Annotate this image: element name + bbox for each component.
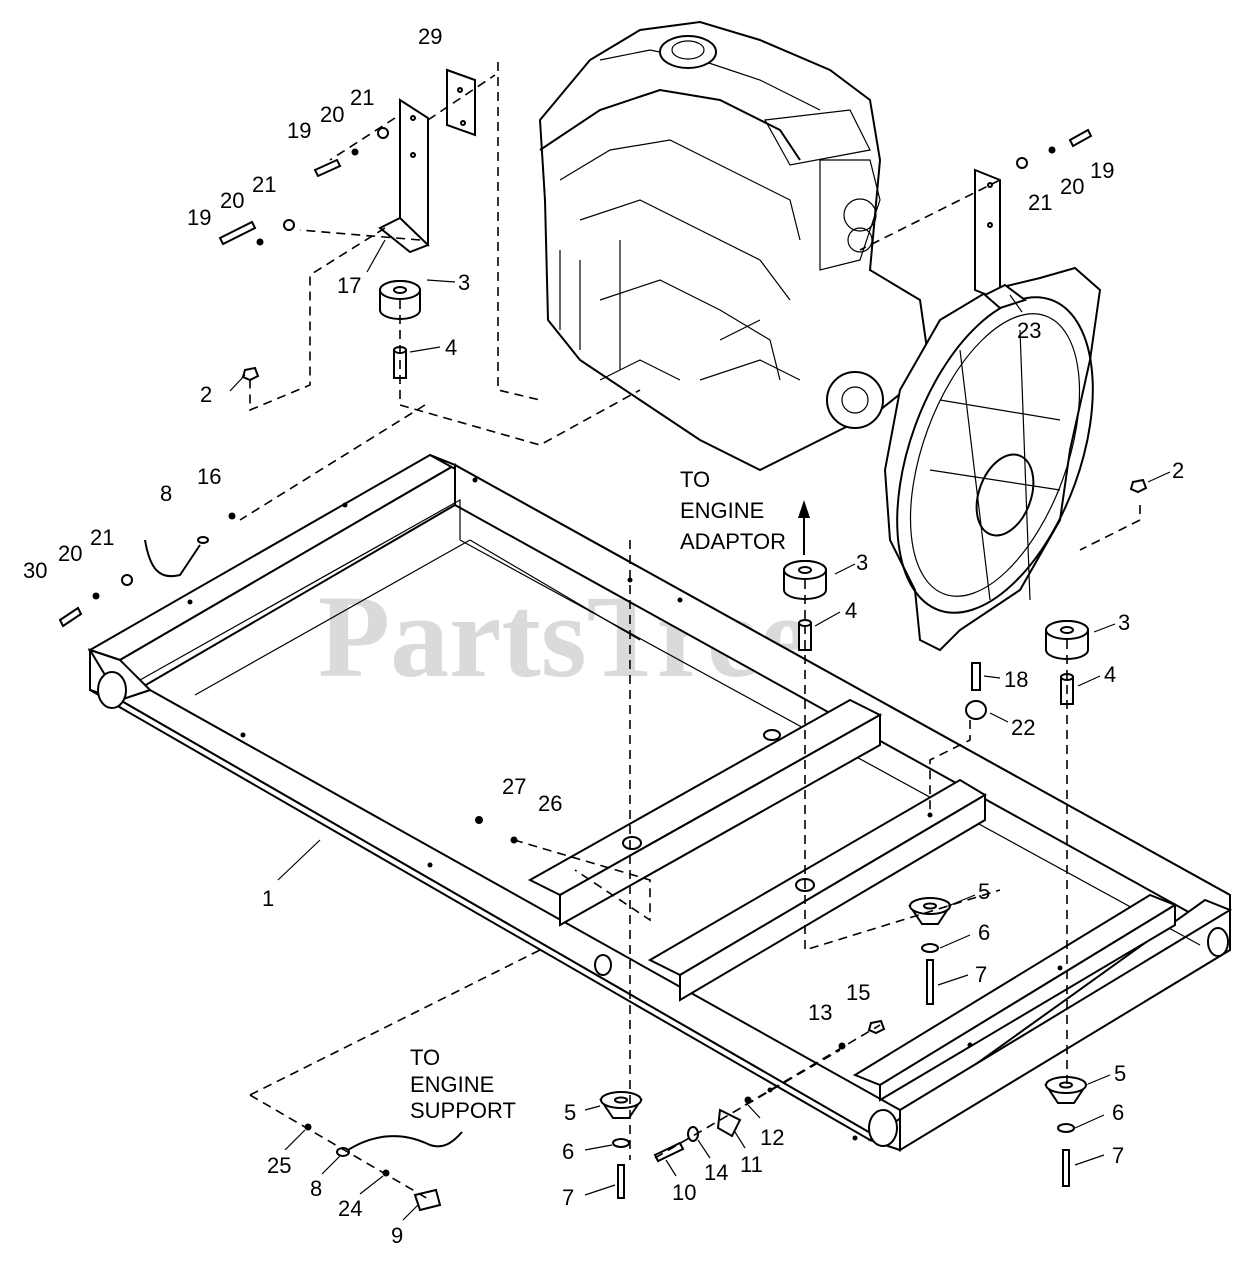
callout-numbers: 29 21 20 19 21 20 19 17 3 4 2 21 20 19 2… (23, 24, 1184, 1248)
note-to-engine-support: TO ENGINE SUPPORT (410, 1045, 516, 1123)
callout-2: 2 (1172, 458, 1184, 483)
callout-17: 17 (337, 273, 361, 298)
isolator-5-center (908, 897, 952, 1005)
svg-text:TO: TO (680, 467, 710, 492)
callout-3: 3 (1118, 610, 1130, 635)
callout-15: 15 (846, 980, 870, 1005)
callout-7: 7 (1112, 1143, 1124, 1168)
callout-27: 27 (502, 774, 526, 799)
callout-26: 26 (538, 791, 562, 816)
callout-8: 8 (160, 481, 172, 506)
callout-10: 10 (672, 1180, 696, 1205)
callout-21: 21 (252, 172, 276, 197)
callout-23: 23 (1017, 318, 1041, 343)
callout-4: 4 (1104, 662, 1116, 687)
spacer-4-center (798, 619, 812, 651)
callout-16: 16 (197, 464, 221, 489)
engine-bracket-17 (378, 98, 430, 254)
engine-block (538, 20, 932, 472)
callout-24: 24 (338, 1196, 362, 1221)
callout-14: 14 (704, 1160, 728, 1185)
isolator-5-front (599, 1091, 643, 1199)
callout-12: 12 (760, 1125, 784, 1150)
callout-6: 6 (978, 920, 990, 945)
alignment-lines (239, 62, 1141, 1201)
callout-2: 2 (200, 382, 212, 407)
callout-19: 19 (1090, 158, 1114, 183)
callout-22: 22 (1011, 715, 1035, 740)
arrow-to-engine-adaptor (798, 500, 810, 555)
callout-1: 1 (262, 886, 274, 911)
callout-5: 5 (978, 879, 990, 904)
frame-assembly (87, 453, 1233, 1152)
callout-21: 21 (90, 525, 114, 550)
callout-20: 20 (320, 102, 344, 127)
callout-11: 11 (740, 1152, 763, 1177)
leader-lines (229, 239, 1171, 1221)
callout-20: 20 (58, 541, 82, 566)
engine-adaptor-housing (883, 266, 1102, 652)
callout-6: 6 (562, 1139, 574, 1164)
callout-29: 29 (418, 24, 442, 49)
svg-text:ENGINE: ENGINE (680, 498, 764, 523)
callout-4: 4 (845, 598, 857, 623)
callout-25: 25 (267, 1153, 291, 1178)
callout-20: 20 (220, 188, 244, 213)
callout-21: 21 (1028, 190, 1052, 215)
svg-text:SUPPORT: SUPPORT (410, 1098, 516, 1123)
callout-3: 3 (856, 550, 868, 575)
hardware (58, 127, 1148, 1212)
callout-13: 13 (808, 1000, 832, 1025)
svg-text:TO: TO (410, 1045, 440, 1070)
callout-18: 18 (1004, 667, 1028, 692)
callout-7: 7 (975, 962, 987, 987)
callout-19: 19 (187, 205, 211, 230)
callout-6: 6 (1112, 1100, 1124, 1125)
callout-3: 3 (458, 270, 470, 295)
bracket-29 (446, 68, 476, 137)
callout-7: 7 (562, 1185, 574, 1210)
callout-4: 4 (445, 335, 457, 360)
svg-text:ADAPTOR: ADAPTOR (680, 529, 786, 554)
isolator-5-right (1044, 1076, 1088, 1187)
callout-9: 9 (391, 1223, 403, 1248)
svg-text:ENGINE: ENGINE (410, 1072, 494, 1097)
callout-20: 20 (1060, 174, 1084, 199)
callout-30: 30 (23, 558, 47, 583)
callout-19: 19 (287, 118, 311, 143)
callout-8: 8 (310, 1176, 322, 1201)
callout-5: 5 (564, 1100, 576, 1125)
note-to-engine-adaptor: TO ENGINE ADAPTOR (680, 467, 786, 554)
callout-5: 5 (1114, 1061, 1126, 1086)
callout-21: 21 (350, 85, 374, 110)
